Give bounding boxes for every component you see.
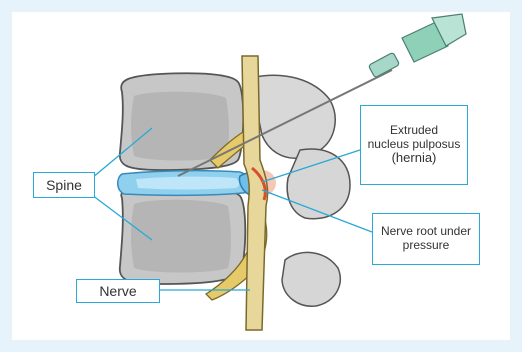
label-spine: Spine [33, 172, 95, 198]
extruded-label-line1: Extruded [390, 124, 438, 138]
label-nerve-root: Nerve root under pressure [372, 213, 480, 265]
facet-joint-upper [287, 149, 350, 219]
label-nerve: Nerve [76, 279, 160, 303]
facet-joint-lower [282, 252, 340, 306]
extruded-label-line3: (hernia) [392, 151, 437, 166]
spine-label: Spine [46, 177, 82, 193]
nerve-label: Nerve [99, 283, 136, 299]
posterior-vertebra-upper [250, 75, 335, 158]
label-extruded-nucleus: Extruded nucleus pulposus (hernia) [360, 105, 468, 185]
disc-nucleus [136, 177, 239, 190]
extruded-label-line2: nucleus pulposus [368, 138, 461, 152]
needle-hub [368, 14, 466, 78]
nerve-root-label-line1: Nerve root under [381, 225, 471, 239]
nerve-root-label-line2: pressure [403, 239, 450, 253]
vertebra-upper-inner [131, 92, 229, 161]
